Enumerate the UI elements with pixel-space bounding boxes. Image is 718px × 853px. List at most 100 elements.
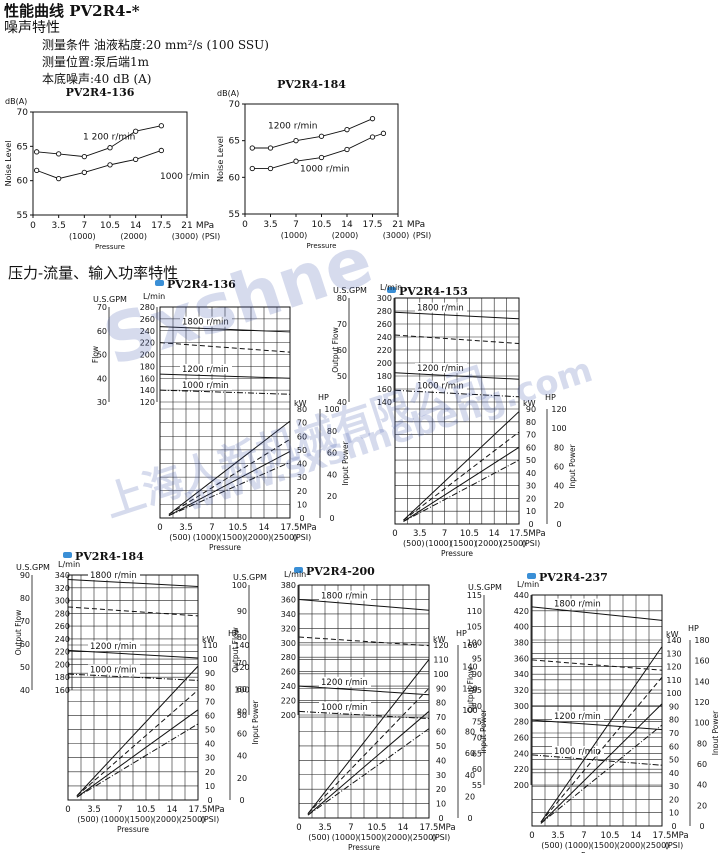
pq-gpm-tick-label: 70 (20, 617, 30, 626)
noise-x-tick-label: 7 (293, 220, 299, 230)
noise-psi-tick-label: (1000) (281, 231, 308, 240)
noise-data-point (369, 134, 376, 140)
pq-flow-axis-label: Output Flow (14, 610, 23, 656)
pq-psi-tick-label: (2500) (410, 833, 437, 842)
pq-power-series-line (540, 703, 663, 824)
pq-lmin-tick-label: 240 (514, 749, 529, 758)
pq-flow-series-label: 1000 r/min (321, 703, 368, 713)
pq-kw-tick-label: 120 (666, 663, 681, 672)
pq-kw-tick-label: 10 (669, 809, 679, 818)
pq-hp-tick-label: 20 (697, 801, 707, 810)
chart-title-bullet-icon (294, 567, 303, 573)
pq-power-series-line (403, 431, 520, 521)
noise-chart-title: PV2R4-136 (66, 86, 135, 99)
noise-x-tick-label: 21 (181, 221, 192, 231)
pq-x-tick-label: 14 (398, 823, 409, 833)
noise-psi-tick-label: (3000) (172, 232, 199, 241)
pq-psi-tick-label: (1000) (332, 833, 359, 842)
pq-hp-unit: HP (318, 393, 329, 402)
noise-data-point (380, 130, 387, 136)
pq-psi-tick-label: (500) (403, 539, 425, 548)
pq-psi-tick-label: (2000) (384, 833, 411, 842)
noise-series-line (36, 125, 162, 158)
pq-lmin-tick-label: 180 (377, 372, 392, 381)
pq-flow-series-line (67, 578, 199, 587)
pq-gpm-unit: U.S.GPM (468, 583, 502, 592)
pq-power-series-line (307, 659, 430, 814)
pq-psi-unit: (PSI) (201, 815, 220, 824)
pq-flow-series-label: 1200 r/min (90, 642, 137, 652)
noise-x-label: Pressure (95, 243, 125, 251)
pq-lmin-tick-label: 260 (377, 320, 392, 329)
pq-lmin-tick-label: 280 (281, 653, 296, 662)
pq-hp-tick-label: 60 (465, 749, 475, 758)
pq-flow-series-line (298, 636, 430, 647)
pq-power-axis-label: Input Power (341, 440, 350, 485)
pq-hp-tick-label: 40 (237, 752, 247, 761)
pq-kw-tick-label: 10 (436, 800, 446, 809)
chart-title-bullet-icon (527, 573, 536, 579)
noise-x-tick-label: 14 (341, 220, 353, 230)
pq-x-tick-label: 0 (392, 529, 397, 539)
noise-x-label: Pressure (307, 242, 337, 250)
pq-lmin-tick-label: 200 (377, 359, 392, 368)
pq-x-tick-label: 0 (529, 831, 534, 841)
pq-power-series-line (168, 420, 291, 515)
noise-data-point (158, 123, 164, 129)
pq-hp-tick-label: 140 (694, 677, 709, 686)
pq-kw-tick-label: 40 (436, 756, 446, 765)
pq-power-axis-label: Input Power (251, 699, 260, 744)
noise-data-point (293, 138, 299, 144)
pq-lmin-tick-label: 340 (281, 610, 296, 619)
pq-x-tick-label: 17.5 (510, 529, 529, 539)
pq-lmin-tick-label: 260 (514, 734, 529, 743)
pq-hp-tick-label: 0 (699, 822, 704, 831)
pq-x-tick-label: 3.5 (87, 805, 101, 815)
pq-chart-title: PV2R4-153 (399, 285, 468, 298)
noise-y-label: Noise Level (216, 136, 225, 182)
noise-data-point (34, 149, 40, 155)
pq-gpm-tick-label: 40 (97, 374, 107, 383)
pq-lmin-tick-label: 180 (55, 673, 70, 682)
pq-kw-tick-label: 40 (526, 469, 536, 478)
pq-x-tick-label: 10.5 (601, 831, 620, 841)
noise-chart-title: PV2R4-184 (277, 78, 346, 91)
pq-flow-series-label: 1800 r/min (417, 304, 464, 314)
pq-hp-unit: HP (228, 629, 239, 638)
noise-x-tick-label: 17.5 (151, 221, 171, 231)
pq-lmin-tick-label: 280 (140, 303, 155, 312)
pq-x-tick-label: 17.5 (420, 823, 439, 833)
pq-power-series-line (168, 450, 291, 517)
noise-data-point (56, 151, 62, 157)
noise-y-tick-label: 55 (17, 211, 28, 221)
pq-x-tick-label: 3.5 (179, 523, 193, 533)
pq-psi-tick-label: (500) (308, 833, 330, 842)
noise-series-label: 1 200 r/min (83, 133, 135, 143)
pq-gpm-tick-label: 80 (237, 633, 247, 642)
pq-flow-series-label: 1800 r/min (182, 318, 229, 328)
pq-x-tick-label: 0 (157, 523, 162, 533)
noise-x-tick-label: 14 (130, 221, 142, 231)
noise-x-tick-label: 3.5 (52, 221, 66, 231)
pq-lmin-tick-label: 200 (140, 351, 155, 360)
pq-psi-tick-label: (2500) (271, 533, 298, 542)
pq-gpm-tick-label: 100 (467, 639, 482, 648)
pq-psi-tick-label: (1000) (425, 539, 452, 548)
pq-flow-series-line (531, 719, 663, 731)
pq-hp-tick-label: 40 (554, 482, 564, 491)
pq-gpm-tick-label: 95 (472, 654, 482, 663)
pq-flow-series-label: 1000 r/min (182, 381, 229, 391)
pq-x-unit: MPa (671, 831, 688, 841)
noise-y-tick-label: 60 (17, 177, 29, 187)
pq-plot-frame (394, 297, 520, 525)
pq-flow-series-label: 1200 r/min (554, 712, 601, 722)
noise-data-point (34, 167, 40, 174)
condition-line-2: 测量位置:泵后端1m (42, 55, 150, 69)
pq-kw-tick-label: 40 (297, 460, 307, 469)
pq-hp-tick-label: 80 (465, 728, 475, 737)
pq-psi-tick-label: (1500) (219, 533, 246, 542)
pq-psi-unit: (PSI) (522, 539, 541, 548)
pq-hp-tick-label: 0 (329, 514, 334, 523)
pq-lmin-tick-label: 200 (281, 711, 296, 720)
noise-y-tick-label: 65 (229, 137, 240, 147)
